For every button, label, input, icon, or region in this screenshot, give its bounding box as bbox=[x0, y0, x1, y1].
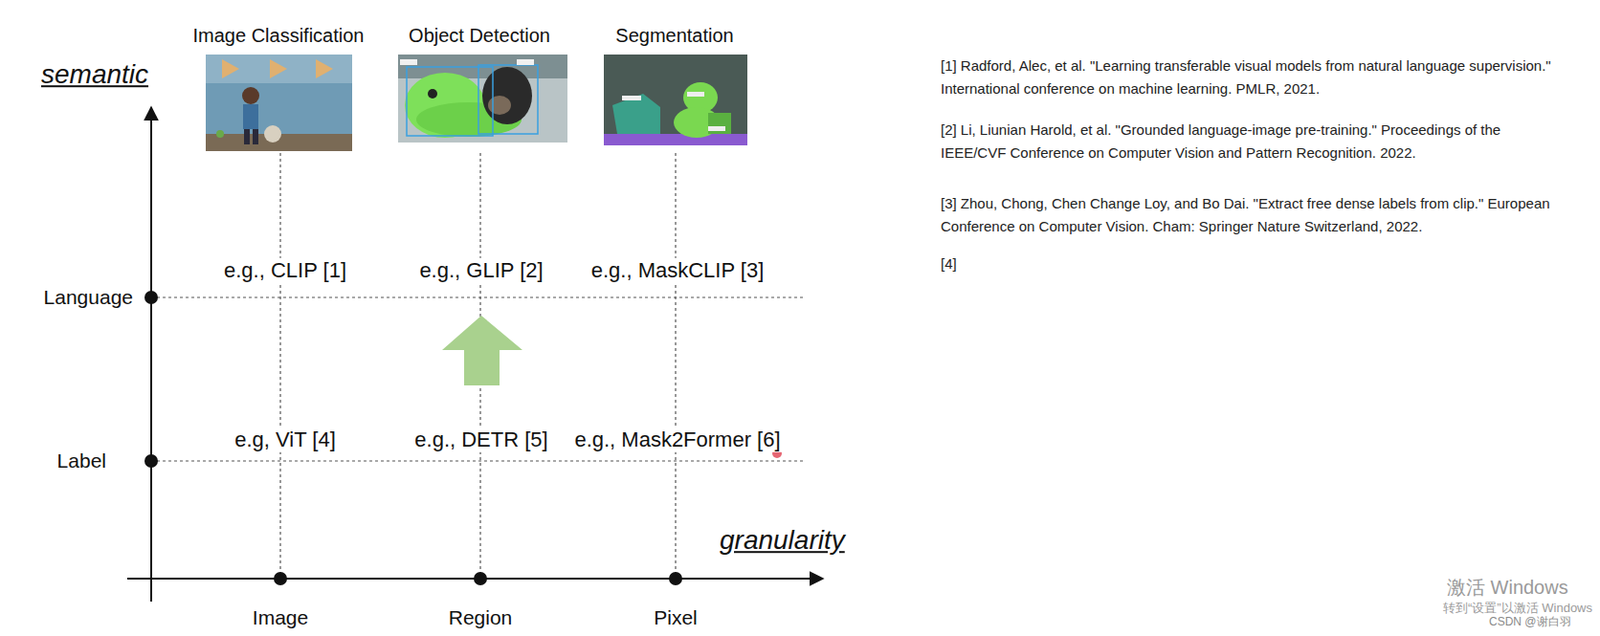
example-model: e.g, ViT [4] bbox=[232, 427, 338, 453]
reference: [3] Zhou, Chong, Chen Change Loy, and Bo… bbox=[940, 192, 1563, 239]
example-model: e.g., Mask2Former [6] bbox=[572, 427, 782, 453]
detection-thumbnail bbox=[398, 54, 568, 143]
column-header: Segmentation bbox=[615, 23, 734, 47]
example-model: e.g., CLIP [1] bbox=[222, 258, 349, 284]
example-model: e.g., MaskCLIP [3] bbox=[589, 258, 767, 284]
grid-lines bbox=[151, 153, 806, 579]
axis-tick-label: Language bbox=[44, 285, 134, 310]
segmentation-thumbnail bbox=[603, 54, 748, 146]
reference: [2] Li, Liunian Harold, et al. "Grounded… bbox=[940, 118, 1563, 165]
axis-tick-label: Pixel bbox=[653, 605, 698, 630]
watermark: 转到“设置”以激活 Windows bbox=[1443, 600, 1593, 617]
reference: [1] Radford, Alec, et al. "Learning tran… bbox=[940, 54, 1563, 101]
axis-title: granularity bbox=[719, 524, 845, 557]
example-model: e.g., GLIP [2] bbox=[417, 258, 545, 284]
y-axis bbox=[150, 107, 153, 602]
axis-tick-label: Image bbox=[252, 605, 309, 630]
axis-title: semantic bbox=[41, 58, 149, 91]
column-header: Object Detection bbox=[408, 23, 551, 47]
up-arrow bbox=[442, 315, 523, 386]
column-header: Image Classification bbox=[193, 23, 365, 47]
axis-tick-label: Region bbox=[448, 605, 513, 630]
reference: [4] bbox=[940, 252, 1563, 276]
watermark: CSDN @谢白羽 bbox=[1488, 615, 1572, 629]
classification-thumbnail bbox=[205, 54, 353, 152]
example-model: e.g., DETR [5] bbox=[412, 427, 550, 453]
axis-tick-label: Label bbox=[57, 448, 107, 473]
watermark: 激活 Windows bbox=[1446, 576, 1569, 600]
